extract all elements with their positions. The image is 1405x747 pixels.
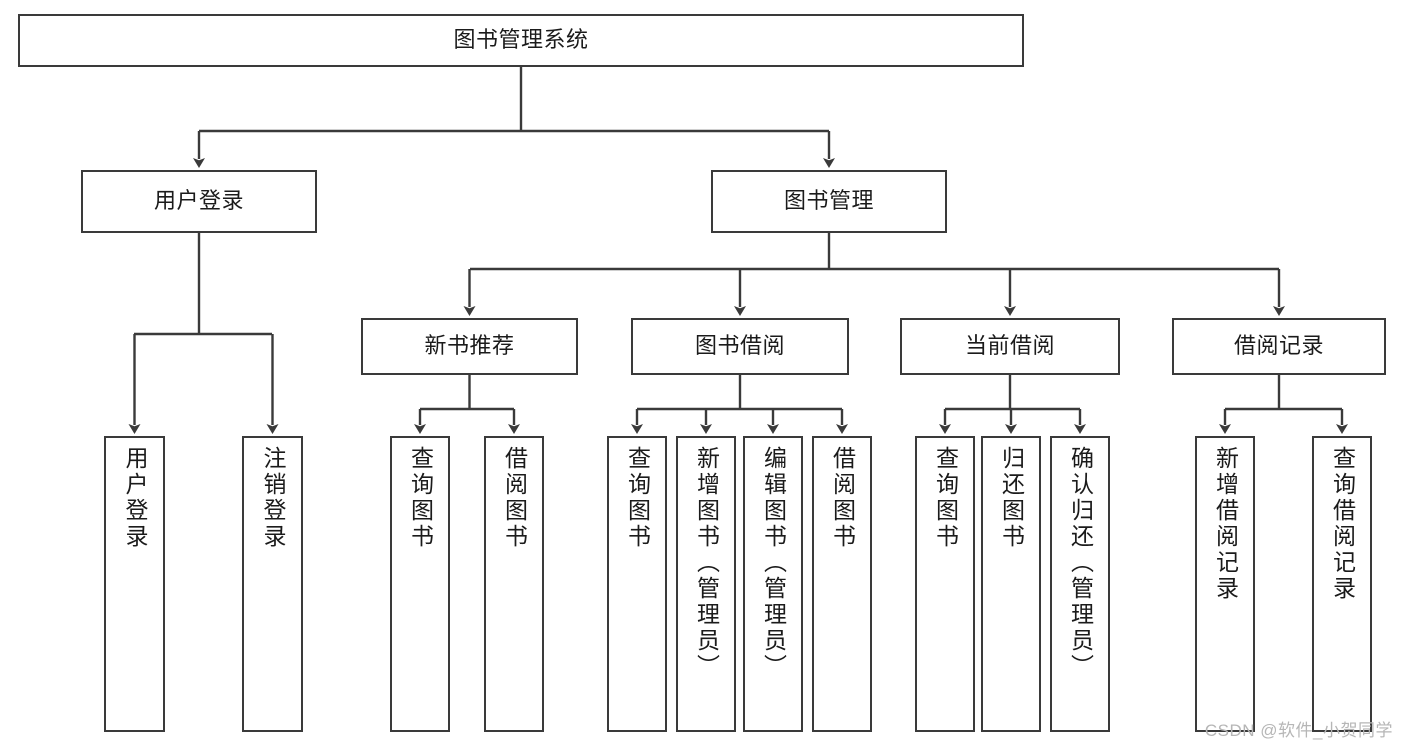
node-label: 借阅记录 xyxy=(1233,333,1324,359)
node-root: 图书管理系统 xyxy=(18,14,1024,67)
node-label: 查询图书 xyxy=(624,446,651,550)
node-leaf_7: 借阅图书 xyxy=(812,436,872,732)
node-leaf_3: 借阅图书 xyxy=(484,436,544,732)
node-label: 图书借阅 xyxy=(694,333,785,359)
node-leaf_4: 查询图书 xyxy=(607,436,667,732)
node-l2_1: 图书管理 xyxy=(711,170,947,233)
node-label: 新增借阅记录 xyxy=(1212,446,1239,602)
node-l3_0: 新书推荐 xyxy=(361,318,578,375)
node-label: 新书推荐 xyxy=(424,333,515,359)
node-label: 查询图书 xyxy=(407,446,434,550)
node-label: 查询借阅记录 xyxy=(1329,446,1356,602)
node-leaf_6: 编辑图书（管理员） xyxy=(743,436,803,732)
node-label: 用户登录 xyxy=(153,188,244,214)
node-label: 编辑图书（管理员） xyxy=(760,446,787,680)
node-label: 归还图书 xyxy=(998,446,1025,550)
node-leaf_11: 新增借阅记录 xyxy=(1195,436,1255,732)
node-label: 新增图书（管理员） xyxy=(693,446,720,680)
node-leaf_2: 查询图书 xyxy=(390,436,450,732)
node-label: 图书管理系统 xyxy=(453,27,589,53)
node-l3_3: 借阅记录 xyxy=(1172,318,1386,375)
node-leaf_12: 查询借阅记录 xyxy=(1312,436,1372,732)
node-label: 查询图书 xyxy=(932,446,959,550)
node-leaf_8: 查询图书 xyxy=(915,436,975,732)
node-l3_1: 图书借阅 xyxy=(631,318,849,375)
node-leaf_10: 确认归还（管理员） xyxy=(1050,436,1110,732)
node-l2_0: 用户登录 xyxy=(81,170,317,233)
node-label: 当前借阅 xyxy=(964,333,1055,359)
node-leaf_0: 用户登录 xyxy=(104,436,165,732)
node-l3_2: 当前借阅 xyxy=(900,318,1120,375)
node-label: 图书管理 xyxy=(783,188,874,214)
node-leaf_1: 注销登录 xyxy=(242,436,303,732)
node-label: 确认归还（管理员） xyxy=(1067,446,1094,680)
edge-layer xyxy=(128,67,1348,434)
node-leaf_5: 新增图书（管理员） xyxy=(676,436,736,732)
node-leaf_9: 归还图书 xyxy=(981,436,1041,732)
node-label: 用户登录 xyxy=(122,446,148,550)
node-label: 借阅图书 xyxy=(501,446,528,550)
node-label: 注销登录 xyxy=(260,446,286,550)
node-label: 借阅图书 xyxy=(829,446,856,550)
